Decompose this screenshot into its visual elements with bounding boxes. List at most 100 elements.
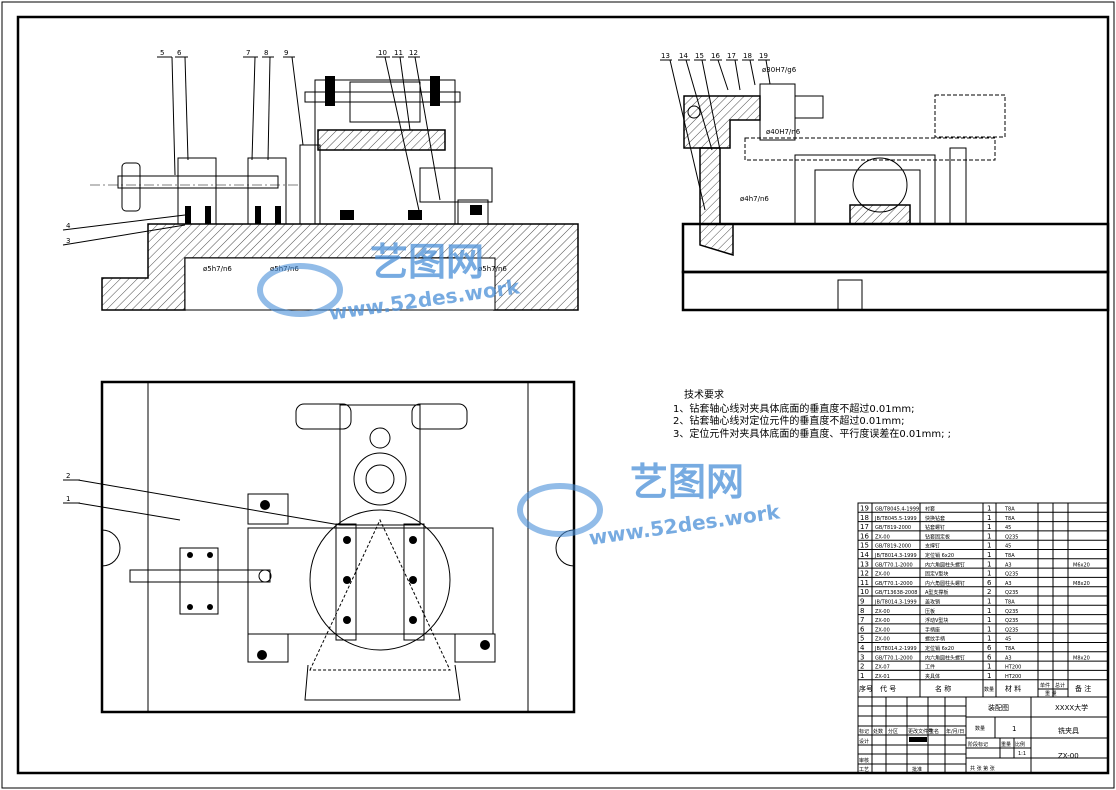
part-material: 45 — [1005, 544, 1011, 550]
rev-header: 年/月/日 — [946, 728, 964, 735]
drawing-frame — [16, 15, 1110, 775]
technical-requirements: 技术要求 1、钻套轴心线对夹具体底面的垂直度不超过0.01mm; 2、钻套轴心线… — [673, 388, 951, 440]
part-quantity: 6 — [987, 644, 992, 652]
part-name: 螺纹手柄 — [925, 636, 945, 643]
part-material: Q235 — [1005, 627, 1018, 633]
part-code: ZX-00 — [875, 637, 890, 643]
sheet-count: 共 张 第 张 — [970, 765, 995, 772]
item-number: 3 — [860, 653, 864, 661]
part-quantity: 1 — [987, 616, 991, 624]
drawing-name: 装配图 — [988, 703, 1009, 712]
part-balloon: 19 — [759, 52, 768, 60]
part-code: GB/T819-2000 — [875, 544, 911, 550]
part-quantity: 1 — [987, 607, 991, 615]
rev-header: 标记 — [859, 728, 869, 735]
part-balloon: 16 — [711, 52, 720, 60]
item-number: 7 — [860, 616, 864, 624]
part-code: JB/T8014.3-1999 — [874, 600, 917, 606]
part-name: 定位销 6x20 — [925, 552, 954, 559]
item-number: 13 — [860, 560, 869, 568]
part-balloon: 9 — [284, 49, 288, 57]
parts-list-row: 9 JB/T8014.3-1999 盖攻销 1 T8A — [860, 598, 1015, 606]
dimension-side-mid: ø40H7/n6 — [766, 128, 801, 136]
part-remark: M6x20 — [1073, 562, 1090, 568]
watermark-url: www.52des.work — [587, 499, 782, 550]
part-name: 内六角圆柱头螺钉 — [925, 580, 965, 587]
part-balloon: 11 — [394, 49, 403, 57]
rev-header: 更改文件号 — [908, 728, 933, 735]
part-code: ZX-01 — [875, 674, 890, 680]
process-label: 工艺 — [859, 767, 869, 773]
scale-label: 比例 — [1015, 741, 1025, 748]
part-name: 衬套 — [925, 506, 935, 513]
part-quantity: 1 — [987, 560, 991, 568]
part-balloon: 8 — [264, 49, 268, 57]
part-material: T8A — [1004, 600, 1015, 606]
part-name: 钻套螺钉 — [925, 524, 945, 531]
item-number: 19 — [860, 505, 869, 513]
tech-req-title: 技术要求 — [684, 388, 724, 401]
dimension-side-top: ø30H7/g6 — [762, 66, 797, 74]
part-name: 夹具体 — [925, 673, 940, 680]
part-material: 45 — [1005, 637, 1011, 643]
part-name: 手柄座 — [925, 626, 940, 633]
part-quantity: 1 — [987, 598, 991, 606]
qty-label: 数量 — [975, 725, 985, 732]
part-balloon: 18 — [743, 52, 752, 60]
design-label: 设计 — [859, 738, 869, 745]
part-name: 内六角圆柱头螺钉 — [925, 561, 965, 568]
rev-header: 签名 — [929, 728, 939, 735]
part-quantity: 2 — [987, 588, 991, 596]
part-material: Q235 — [1005, 534, 1018, 540]
item-number: 10 — [860, 588, 869, 596]
part-code: ZX-00 — [875, 534, 890, 540]
part-material: Q235 — [1005, 590, 1018, 596]
part-code: ZX-00 — [875, 627, 890, 633]
part-balloon: 5 — [160, 49, 164, 57]
qty-value: 1 — [1012, 725, 1016, 733]
part-quantity: 1 — [987, 672, 991, 680]
drawing-number: ZX-00 — [1058, 752, 1079, 760]
part-material: Q235 — [1005, 572, 1018, 578]
part-balloon: 14 — [679, 52, 688, 60]
part-balloon: 2 — [66, 472, 70, 480]
item-number: 11 — [860, 579, 869, 587]
product-name: 铣夹具 — [1058, 726, 1079, 735]
part-code: JB/T8014.3-1999 — [874, 553, 917, 559]
part-material: 45 — [1005, 525, 1011, 531]
part-quantity: 1 — [987, 663, 991, 671]
parts-list-header: 序号 代 号 名 称 数量 材 料 单件 总计 重 量 备 注 — [859, 682, 1091, 697]
part-quantity: 1 — [987, 551, 991, 559]
item-number: 5 — [860, 635, 864, 643]
part-quantity: 1 — [987, 505, 991, 513]
part-quantity: 1 — [987, 514, 991, 522]
part-quantity: 1 — [987, 570, 991, 578]
part-code: ZX-00 — [875, 572, 890, 578]
header-no: 序号 — [859, 684, 873, 693]
item-number: 9 — [860, 598, 864, 606]
part-name: 内六角圆柱头螺钉 — [925, 654, 965, 661]
part-balloon: 15 — [695, 52, 704, 60]
part-material: T8A — [1004, 516, 1015, 522]
item-number: 1 — [860, 672, 864, 680]
part-name: 支撑钉 — [925, 543, 940, 550]
watermark-brand: 艺图网 — [370, 240, 484, 284]
part-balloon: 6 — [177, 49, 182, 57]
part-balloon: 1 — [66, 495, 70, 503]
front-section-view — [90, 76, 579, 311]
item-number: 14 — [860, 551, 869, 559]
header-unit: 单件 — [1040, 682, 1050, 689]
part-material: Q235 — [1005, 609, 1018, 615]
item-number: 6 — [860, 625, 865, 633]
part-name: 盖攻销 — [925, 599, 940, 606]
header-material: 材 料 — [1005, 684, 1021, 693]
rev-header: 处数 — [873, 728, 883, 735]
top-view — [100, 380, 576, 714]
